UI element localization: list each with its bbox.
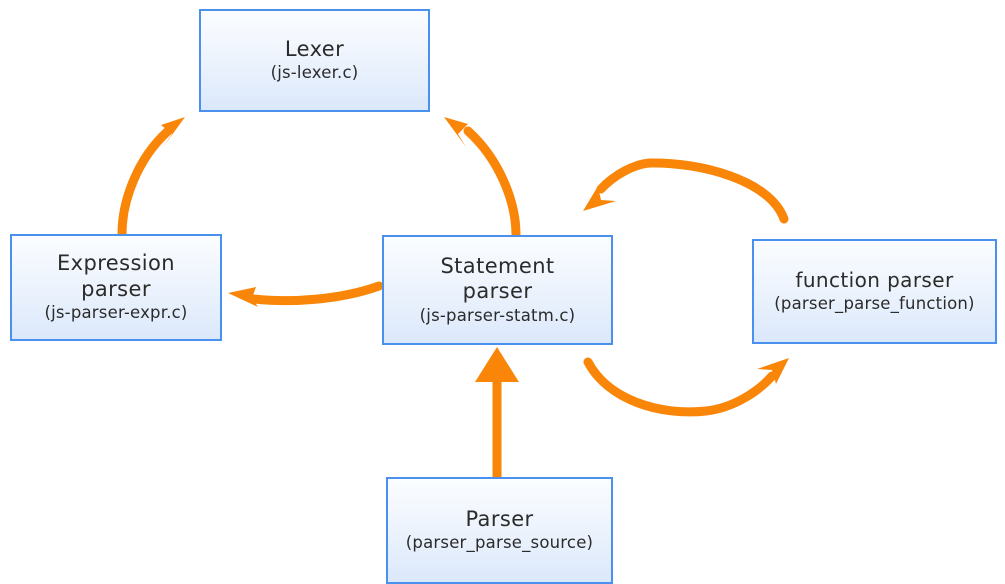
node-function-parser-subtitle: (parser_parse_function) [774, 293, 975, 313]
node-statement-parser-subtitle: (js-parser-statm.c) [419, 305, 576, 325]
node-parser[interactable]: Parser (parser_parse_source) [386, 477, 613, 584]
edge-statement-to-expression [228, 281, 384, 307]
edge-function-to-statement [583, 158, 789, 224]
node-lexer-title: Lexer [284, 36, 345, 61]
node-lexer-subtitle: (js-lexer.c) [270, 63, 359, 83]
node-expression-parser-title: Expression parser [57, 251, 175, 301]
node-function-parser[interactable]: function parser (parser_parse_function) [752, 239, 997, 344]
node-function-parser-title: function parser [795, 268, 954, 293]
node-statement-parser-title: Statement parser [440, 253, 555, 304]
node-lexer[interactable]: Lexer (js-lexer.c) [199, 9, 430, 112]
edge-statement-to-function [583, 357, 789, 417]
node-expression-parser[interactable]: Expression parser (js-parser-expr.c) [10, 234, 222, 341]
node-expression-parser-subtitle: (js-parser-expr.c) [44, 303, 188, 323]
node-parser-title: Parser [465, 506, 534, 531]
edge-statement-to-lexer [444, 117, 521, 240]
node-parser-subtitle: (parser_parse_source) [405, 533, 594, 553]
node-statement-parser[interactable]: Statement parser (js-parser-statm.c) [382, 235, 613, 345]
edge-parser-to-statement [475, 347, 519, 477]
edge-expression-to-lexer [117, 117, 185, 239]
